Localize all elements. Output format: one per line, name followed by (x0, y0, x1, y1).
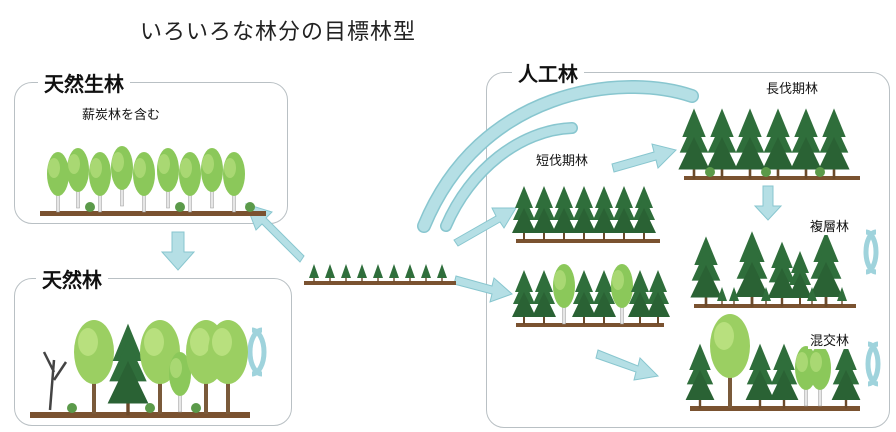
stand-mixed (685, 314, 861, 411)
diagram-title: いろいろな林分の目標林型 (140, 20, 417, 45)
label-mixed: 混交林 (808, 330, 852, 349)
stand-multi-storied (690, 231, 856, 308)
label-coppice-included: 薪炭林を含む (80, 104, 163, 123)
stand-seedlings (304, 264, 456, 285)
panel-title-natural-forest: 天然林 (36, 264, 108, 293)
panel-title-natural-secondary: 天然生林 (38, 68, 130, 97)
stand-natural-secondary (40, 145, 266, 216)
label-short-rotation: 短伐期林 (534, 150, 591, 169)
arrow-short-to-long (611, 143, 677, 173)
arrow-secondary-to-natural (160, 231, 196, 271)
cycle-icon-natural (247, 327, 267, 377)
label-long-rotation: 長伐期林 (764, 78, 821, 97)
stand-short-rotation (512, 186, 660, 243)
panel-title-planted-forest: 人工林 (512, 58, 584, 87)
arrow-curve-back-to-natural (417, 80, 699, 233)
label-multi-storied: 複層林 (808, 216, 852, 235)
arrow-long-to-multi (753, 185, 783, 221)
cycle-icon-mixed (865, 341, 881, 387)
arrow-to-short-rotation (453, 207, 517, 247)
arrow-to-lower-planted (453, 275, 513, 303)
arrow-to-natural-secondary (245, 203, 305, 263)
stand-planted-young (512, 263, 670, 327)
arrow-to-mixed (595, 349, 660, 381)
cycle-icon-multi-storied (863, 229, 879, 275)
stand-long-rotation (678, 108, 860, 180)
stand-natural-forest (30, 320, 250, 418)
